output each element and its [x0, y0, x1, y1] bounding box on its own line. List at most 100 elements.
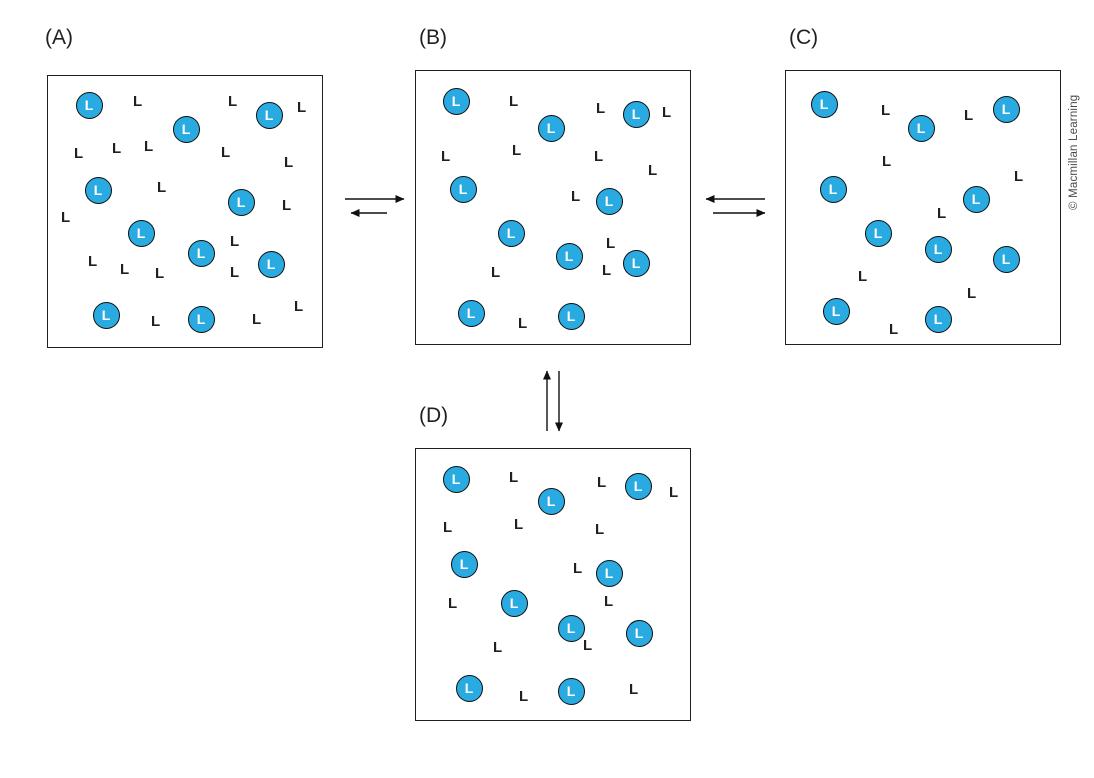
protein-ligand-complex: L [557, 677, 585, 705]
free-ligand: L [583, 637, 593, 654]
free-ligand: L [509, 469, 519, 486]
free-ligand: L [573, 560, 583, 577]
free-ligand: L [606, 235, 616, 252]
protein-ligand-complex: L [992, 95, 1020, 123]
protein-ligand-complex: L [450, 550, 478, 578]
free-ligand: L [602, 262, 612, 279]
protein-ligand-complex: L [819, 175, 847, 203]
protein-ligand-complex: L [255, 101, 283, 129]
free-ligand: L [294, 298, 304, 315]
protein-ligand-complex: L [907, 114, 935, 142]
free-ligand: L [151, 313, 161, 330]
protein-ligand-complex: L [187, 239, 215, 267]
free-ligand: L [512, 142, 522, 159]
protein-ligand-complex: L [442, 465, 470, 493]
free-ligand: L [519, 688, 529, 705]
protein-ligand-complex: L [187, 305, 215, 333]
protein-ligand-complex: L [924, 235, 952, 263]
protein-ligand-complex: L [822, 297, 850, 325]
protein-ligand-complex: L [622, 100, 650, 128]
panel-label-a: (A) [45, 26, 73, 49]
protein-ligand-complex: L [172, 115, 200, 143]
free-ligand: L [284, 154, 294, 171]
free-ligand: L [230, 264, 240, 281]
free-ligand: L [282, 197, 292, 214]
protein-ligand-complex: L [257, 250, 285, 278]
panel-label-c: (C) [789, 26, 819, 49]
protein-ligand-complex: L [84, 176, 112, 204]
protein-ligand-complex: L [864, 219, 892, 247]
protein-ligand-complex: L [595, 187, 623, 215]
protein-ligand-complex: L [455, 674, 483, 702]
free-ligand: L [604, 593, 614, 610]
protein-ligand-complex: L [962, 185, 990, 213]
free-ligand: L [964, 107, 974, 124]
protein-ligand-complex: L [457, 299, 485, 327]
free-ligand: L [61, 209, 71, 226]
free-ligand: L [441, 148, 451, 165]
protein-ligand-complex: L [442, 87, 470, 115]
free-ligand: L [112, 140, 122, 157]
free-ligand: L [595, 521, 605, 538]
panel-label-b: (B) [419, 26, 447, 49]
protein-ligand-complex: L [227, 188, 255, 216]
free-ligand: L [518, 315, 528, 332]
copyright-credit: © Macmillan Learning [1068, 94, 1080, 210]
protein-ligand-complex: L [92, 301, 120, 329]
free-ligand: L [74, 145, 84, 162]
free-ligand: L [648, 162, 658, 179]
free-ligand: L [120, 261, 130, 278]
free-ligand: L [155, 265, 165, 282]
protein-ligand-complex: L [537, 114, 565, 142]
free-ligand: L [881, 102, 891, 119]
protein-ligand-complex: L [449, 175, 477, 203]
protein-ligand-complex: L [622, 249, 650, 277]
free-ligand: L [228, 93, 238, 110]
free-ligand: L [889, 321, 899, 338]
protein-ligand-complex: L [497, 219, 525, 247]
free-ligand: L [882, 153, 892, 170]
protein-ligand-complex: L [557, 302, 585, 330]
protein-ligand-complex: L [127, 219, 155, 247]
protein-ligand-complex: L [924, 305, 952, 333]
free-ligand: L [133, 93, 143, 110]
protein-ligand-complex: L [810, 90, 838, 118]
protein-ligand-complex: L [500, 589, 528, 617]
free-ligand: L [443, 519, 453, 536]
free-ligand: L [594, 148, 604, 165]
free-ligand: L [596, 100, 606, 117]
free-ligand: L [252, 311, 262, 328]
free-ligand: L [669, 484, 679, 501]
protein-ligand-complex: L [625, 619, 653, 647]
free-ligand: L [662, 104, 672, 121]
free-ligand: L [491, 264, 501, 281]
free-ligand: L [967, 285, 977, 302]
free-ligand: L [1014, 168, 1024, 185]
free-ligand: L [221, 144, 231, 161]
free-ligand: L [629, 681, 639, 698]
free-ligand: L [157, 179, 167, 196]
free-ligand: L [88, 253, 98, 270]
free-ligand: L [571, 188, 581, 205]
free-ligand: L [493, 639, 503, 656]
free-ligand: L [297, 99, 307, 116]
free-ligand: L [448, 595, 458, 612]
protein-ligand-complex: L [624, 472, 652, 500]
protein-ligand-complex: L [537, 487, 565, 515]
free-ligand: L [858, 268, 868, 285]
protein-ligand-complex: L [75, 91, 103, 119]
protein-ligand-complex: L [557, 614, 585, 642]
free-ligand: L [230, 233, 240, 250]
protein-ligand-complex: L [992, 245, 1020, 273]
free-ligand: L [514, 516, 524, 533]
free-ligand: L [509, 93, 519, 110]
protein-ligand-complex: L [595, 559, 623, 587]
panel-label-d: (D) [419, 404, 449, 427]
free-ligand: L [597, 474, 607, 491]
